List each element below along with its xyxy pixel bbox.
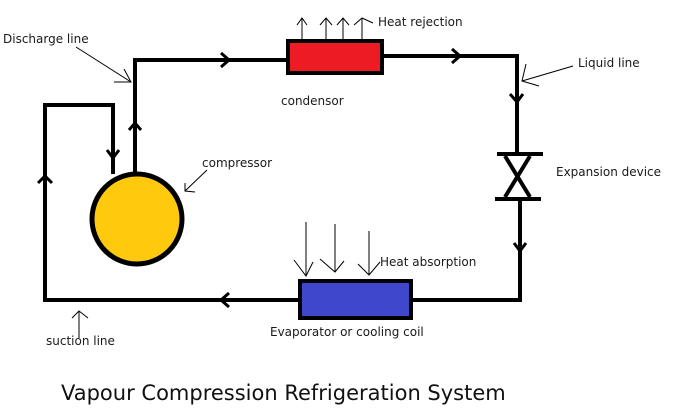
flow-arrow-to-condensor (220, 51, 232, 69)
flow-arrow-discharge-up (127, 120, 143, 131)
label-condensor: condensor (281, 94, 344, 108)
heat-absorption-arrows (293, 222, 381, 277)
diagram-title: Vapour Compression Refrigeration System (61, 381, 506, 405)
label-heat-rejection: Heat rejection (378, 15, 463, 29)
suction-pipe (43, 103, 301, 302)
compressor-circle (89, 171, 185, 267)
pointer-lines (71, 46, 574, 338)
flow-arrow-from-evaporator (218, 291, 230, 309)
heat-rejection-arrows (296, 17, 374, 42)
flow-arrow-liquid-down (508, 93, 525, 105)
piping (43, 54, 522, 302)
label-expansion-device: Expansion device (556, 165, 661, 179)
evaporator-box (298, 279, 413, 320)
expansion-device-symbol (495, 152, 543, 201)
flow-arrow-suction-up (36, 173, 54, 185)
label-liquid-line: Liquid line (578, 56, 640, 70)
label-discharge-line: Discharge line (3, 32, 89, 46)
label-evaporator: Evaporator or cooling coil (270, 325, 424, 339)
label-compressor: compressor (202, 156, 272, 170)
liquid-pipe (381, 54, 519, 155)
flow-arrow-into-compressor (105, 149, 121, 161)
expansion-outlet-pipe (410, 197, 522, 302)
flow-arrow-from-condensor (451, 47, 463, 65)
flow-arrows (36, 47, 528, 309)
flow-arrow-after-expansion (512, 242, 528, 254)
condensor-box (286, 39, 384, 75)
label-suction-line: suction line (46, 334, 115, 348)
label-heat-absorption: Heat absorption (380, 255, 476, 269)
discharge-pipe (133, 58, 289, 174)
